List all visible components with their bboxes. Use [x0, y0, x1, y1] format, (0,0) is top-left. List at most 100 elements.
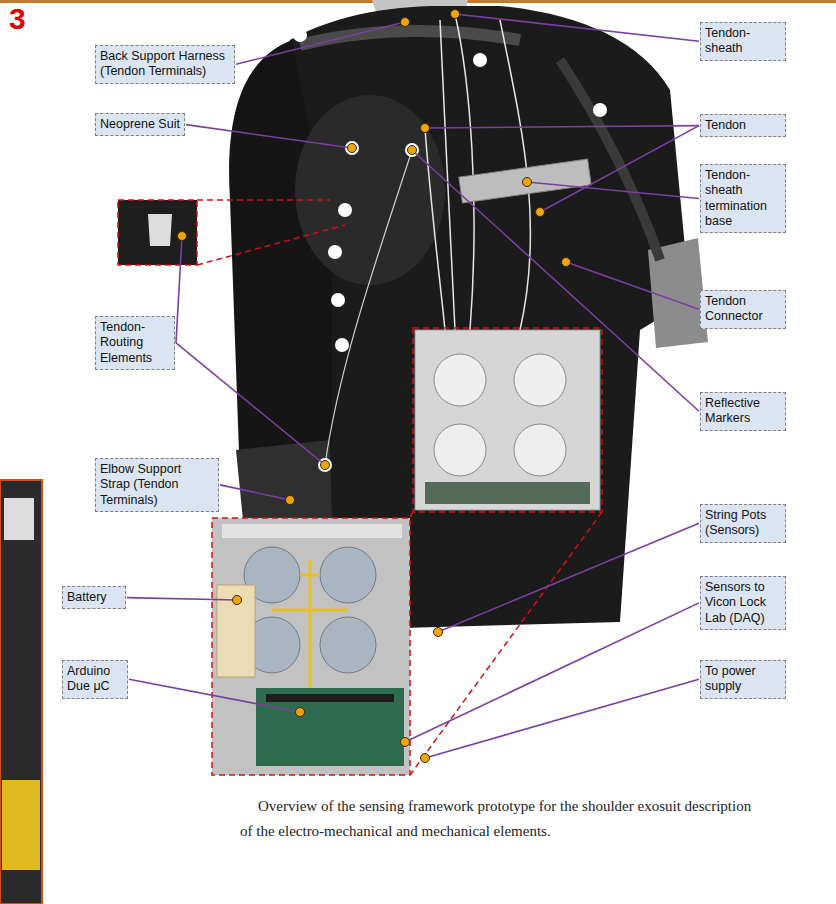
- board: [425, 482, 590, 504]
- pot: [434, 354, 486, 406]
- leader-line: [438, 523, 699, 632]
- anchor-dot: [421, 754, 430, 763]
- string-pot: [320, 547, 376, 603]
- elbow-strap: [236, 440, 332, 530]
- leader-line: [127, 598, 237, 600]
- zoom-guide: [197, 200, 345, 265]
- callout-box: Neoprene Suit: [95, 113, 185, 136]
- anchor-dot: [451, 10, 460, 19]
- inset-electronics: [212, 518, 410, 775]
- reflective-marker: [473, 53, 487, 67]
- reflective-marker: [331, 293, 345, 307]
- anchor-dot: [348, 144, 357, 153]
- callout-label: String Pots (Sensors): [705, 508, 781, 539]
- anchor-dot: [562, 258, 571, 267]
- inset-routing: [118, 200, 197, 265]
- leader-line: [425, 679, 699, 758]
- callout-box: To power supply: [700, 660, 786, 699]
- anchor-dot: [233, 596, 242, 605]
- callout-label: Arduino Due μC: [67, 664, 123, 695]
- pot: [514, 354, 566, 406]
- anchor-dot: [296, 708, 305, 717]
- leader-line: [412, 150, 699, 411]
- anchor-dot: [408, 146, 417, 155]
- anchor-dot: [421, 124, 430, 133]
- callout-box: Tendon Connector: [700, 290, 786, 329]
- anchor-dot: [321, 461, 330, 470]
- callout-box: Tendon-sheath: [700, 22, 786, 61]
- callout-box: Elbow Support Strap (Tendon Terminals): [95, 458, 219, 512]
- anchor-dot: [286, 496, 295, 505]
- callout-label: Battery: [67, 590, 121, 605]
- anchor-dot: [523, 178, 532, 187]
- callout-box: Sensors to Vicon Lock Lab (DAQ): [700, 576, 786, 630]
- figure-caption: Overview of the sensing framework protot…: [240, 794, 760, 844]
- anchor-dot: [536, 208, 545, 217]
- reflective-marker: [593, 103, 607, 117]
- callout-box: String Pots (Sensors): [700, 504, 786, 543]
- tendon-line: [325, 150, 412, 465]
- reflective-marker: [335, 338, 349, 352]
- reflective-marker: [338, 203, 352, 217]
- leader-line: [186, 125, 352, 148]
- tendon-line: [455, 14, 474, 330]
- battery-pack: [217, 585, 255, 677]
- wire: [272, 560, 348, 690]
- callout-box: Back Support Harness (Tendon Terminals): [95, 45, 235, 84]
- callout-label: Tendon-Routing Elements: [100, 320, 170, 366]
- leader-line: [129, 679, 300, 712]
- leader-line: [220, 485, 290, 500]
- callout-box: Tendon-Routing Elements: [95, 316, 175, 370]
- tendon-line: [440, 20, 455, 330]
- harness-strap: [560, 60, 660, 260]
- pot: [514, 424, 566, 476]
- zoom-frame: [118, 200, 197, 265]
- header: [266, 694, 394, 702]
- callout-label: Tendon Connector: [705, 294, 781, 325]
- callout-label: Elbow Support Strap (Tendon Terminals): [100, 462, 214, 508]
- callout-label: Tendon-sheath: [705, 26, 781, 57]
- callout-box: Arduino Due μC: [62, 660, 128, 699]
- callout-label: Back Support Harness (Tendon Terminals): [100, 49, 230, 80]
- anchor-dot: [178, 232, 187, 241]
- arduino-board: [256, 688, 404, 766]
- anchor-dot: [401, 18, 410, 27]
- callout-box: Battery: [62, 586, 126, 609]
- callout-box: Tendon-sheath termination base: [700, 164, 786, 233]
- anchor-dot: [434, 628, 443, 637]
- leader-line: [566, 262, 699, 309]
- reflective-marker: [293, 28, 307, 42]
- leader-line: [176, 236, 182, 343]
- side-photo: [0, 480, 42, 904]
- side-photo-detail: [4, 498, 34, 540]
- callout-box: Reflective Markers: [700, 392, 786, 431]
- callout-label: Sensors to Vicon Lock Lab (DAQ): [705, 580, 781, 626]
- leader-line: [455, 14, 699, 41]
- callout-label: Tendon-sheath termination base: [705, 168, 781, 229]
- reflective-marker: [345, 141, 359, 155]
- electronics-box: [415, 330, 600, 510]
- side-photo-detail: [2, 780, 40, 870]
- termination-base: [459, 159, 591, 203]
- pot: [434, 424, 486, 476]
- panel-number: 3: [9, 2, 26, 36]
- inset-frame-top: [222, 524, 402, 538]
- leader-line: [540, 126, 699, 212]
- reflective-marker: [328, 245, 342, 259]
- anchor-dot: [401, 738, 410, 747]
- leader-line: [425, 126, 699, 128]
- callout-label: To power supply: [705, 664, 781, 695]
- suit-left-arm: [229, 40, 332, 565]
- callout-label: Reflective Markers: [705, 396, 781, 427]
- tendon-line: [425, 128, 445, 330]
- leader-line: [236, 22, 405, 64]
- routing-clip: [148, 214, 172, 246]
- callout-label: Neoprene Suit: [100, 117, 180, 132]
- harness-strap: [300, 31, 520, 45]
- zoom-frame: [413, 328, 602, 512]
- callout-box: Tendon: [700, 114, 786, 137]
- leader-line: [176, 343, 325, 465]
- callout-label: Tendon: [705, 118, 781, 133]
- shoulder-pad: [295, 95, 445, 285]
- string-pot: [320, 617, 376, 673]
